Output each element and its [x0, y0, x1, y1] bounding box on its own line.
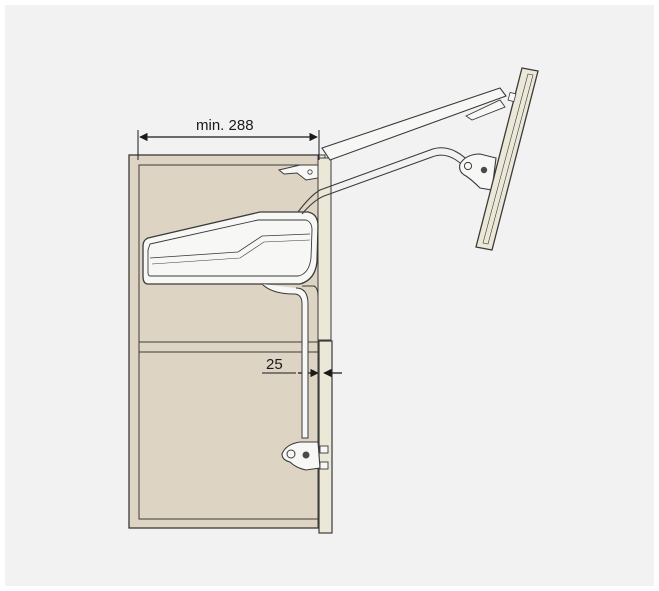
offset-dimension-label: 25 [266, 356, 283, 373]
top-bracket [277, 164, 319, 181]
cabinet-shelf [138, 341, 320, 353]
lower-hinge [281, 441, 329, 471]
lower-arm [261, 283, 319, 444]
cabinet [128, 154, 326, 529]
lift-arms [297, 87, 507, 215]
offset-dimension: 25 [262, 356, 342, 378]
door-hinge [459, 153, 497, 191]
opened-door [475, 67, 539, 251]
width-dimension-label: min. 288 [196, 117, 254, 134]
width-dimension: min. 288 [137, 117, 320, 160]
lift-mechanism-housing [142, 211, 319, 285]
upper-front-strip [317, 157, 332, 341]
lower-front-panel [318, 340, 333, 534]
